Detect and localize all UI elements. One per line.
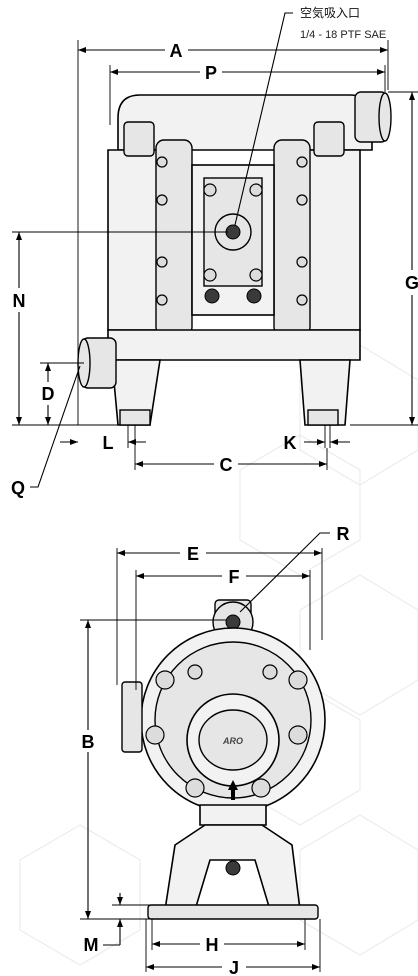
pump-front-view — [77, 91, 392, 426]
dim-label-e: E — [187, 544, 199, 564]
air-inlet-spec: 1/4 - 18 PTF SAE — [300, 29, 386, 41]
air-inlet-label: 空気吸入口 — [300, 5, 360, 20]
dim-label-n: N — [13, 291, 26, 311]
top-view-dimensions — [12, 12, 418, 488]
dim-label-a: A — [170, 41, 183, 61]
pump-side-view — [121, 599, 326, 920]
dim-label-h: H — [206, 935, 219, 955]
dim-label-c: C — [220, 455, 233, 475]
side-view-dimensions — [80, 532, 330, 972]
dim-label-j: J — [229, 958, 239, 976]
dim-label-l: L — [103, 433, 114, 453]
dim-label-k: K — [284, 433, 297, 453]
dim-label-b: B — [82, 732, 95, 752]
dim-label-d: D — [42, 384, 55, 404]
dim-label-p: P — [205, 63, 217, 83]
dim-label-r: R — [337, 524, 350, 544]
pump-logo: ARO — [222, 736, 243, 746]
dim-label-f: F — [229, 567, 240, 587]
dim-label-m: M — [84, 935, 99, 955]
dim-label-q: Q — [11, 478, 25, 498]
dim-label-g: G — [405, 273, 418, 293]
